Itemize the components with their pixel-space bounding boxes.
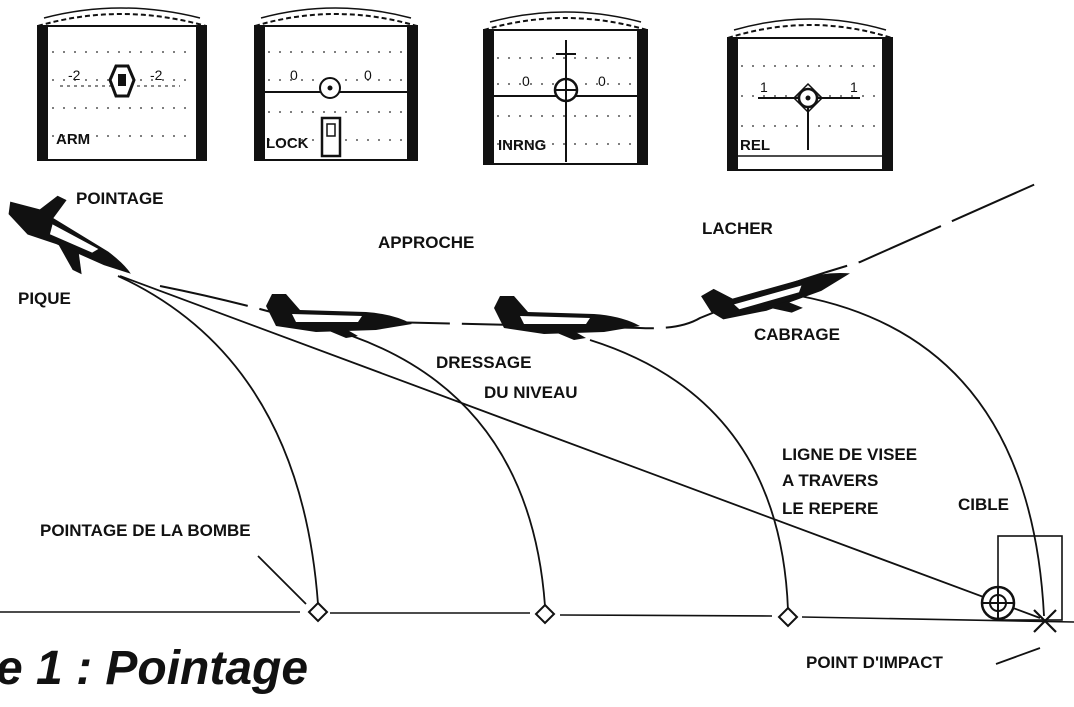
label-point-impact: POINT D'IMPACT [806,653,944,672]
hud-panel-rel: 1 1 REL [727,18,893,171]
inrng-left-mark: 0 [522,73,530,89]
aircraft-approche-1 [266,294,412,338]
trajectory-2 [351,335,546,607]
point-impact-leader [995,647,1041,665]
arm-mode-label: ARM [56,131,90,148]
aircraft-pique [8,195,131,275]
label-pointage-bombe: POINTAGE DE LA BOMBE [40,521,251,540]
label-ligne-visee-2: A TRAVERS [782,471,878,490]
trajectory-3 [589,339,789,611]
impact-marker-2 [534,603,556,625]
target [980,535,1063,633]
rel-mode-label: REL [740,137,770,154]
label-approche: APPROCHE [378,233,474,252]
trajectory-4 [799,295,1045,617]
hud-panel-inrng: 0 0 INRNG [483,11,648,165]
arm-right-mark: -2 [150,67,163,83]
pointage-bombe-leader [257,555,307,605]
label-ligne-visee-1: LIGNE DE VISEE [782,445,917,464]
rel-right-mark: 1 [850,79,858,95]
inrng-mode-label: INRNG [498,137,546,154]
figure-caption: e 1 : Pointage [0,642,308,695]
impact-marker-1 [307,601,329,623]
lock-mode-label: LOCK [266,135,309,152]
label-pointage: POINTAGE [76,189,164,208]
arm-left-mark: -2 [68,67,81,83]
label-pique: PIQUE [18,289,71,308]
bomb-trajectories [117,275,1045,617]
hud-panel-arm: -2 -2 ARM [37,7,207,161]
aircraft-cabrage [701,273,850,320]
hud-panel-lock: 0 0 LOCK [254,7,418,161]
trajectory-1 [117,275,319,605]
label-ligne-visee-3: LE REPERE [782,499,878,518]
aircraft-approche-2 [494,296,640,340]
ground-line [0,611,1074,623]
label-lacher: LACHER [702,219,773,238]
lock-right-mark: 0 [364,67,372,83]
line-of-sight [119,275,1041,619]
label-cible: CIBLE [958,495,1009,514]
label-cabrage: CABRAGE [754,325,840,344]
label-dressage-2: DU NIVEAU [484,383,578,402]
label-dressage-1: DRESSAGE [436,353,531,372]
lock-left-mark: 0 [290,67,298,83]
rel-left-mark: 1 [760,79,768,95]
inrng-right-mark: 0 [598,73,606,89]
impact-marker-3 [777,606,799,628]
